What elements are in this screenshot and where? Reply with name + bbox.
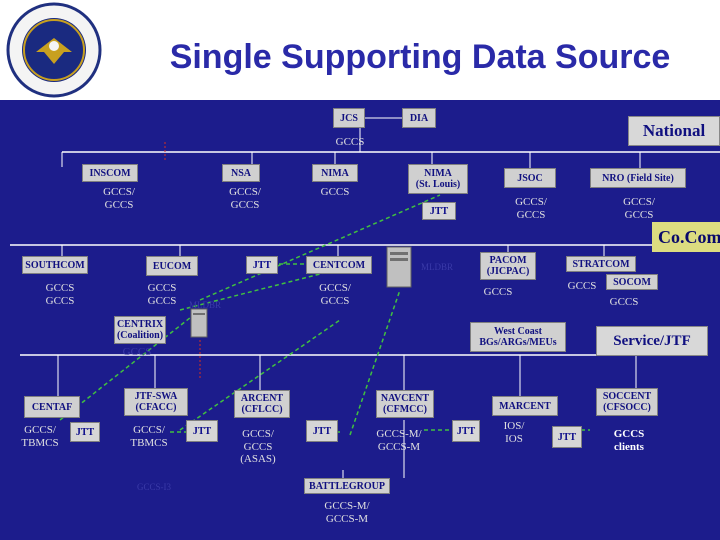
gccs-jtfswa-label: GCCS/ TBMCS	[130, 424, 168, 449]
pacom-box: PACOM (JICPAC)	[480, 252, 536, 280]
centcom-box: CENTCOM	[306, 256, 372, 274]
southcom-box: SOUTHCOM	[22, 256, 88, 274]
dod-seal-logo	[6, 2, 102, 98]
gccs-national-label: GCCS	[335, 136, 365, 148]
jtt-top-box: JTT	[422, 202, 456, 220]
gccs-nro-label: GCCS/ GCCS	[623, 196, 655, 221]
navcent-box: NAVCENT (CFMCC)	[376, 390, 434, 418]
server-icon	[386, 246, 412, 288]
jtt-marcent-box: JTT	[552, 426, 582, 448]
jtt-jtfswa-box: JTT	[186, 420, 218, 442]
centaf-box: CENTAF	[24, 396, 80, 418]
jtt-mid-box: JTT	[246, 256, 278, 274]
marcent-box: MARCENT	[492, 396, 558, 416]
stratcom-box: STRATCOM	[566, 256, 636, 272]
gccs-pacom-label: GCCS	[483, 286, 513, 298]
jcs-box: JCS	[333, 108, 365, 128]
gccs-centaf-label: GCCS/ TBMCS	[21, 424, 59, 449]
centrix-box: CENTRIX (Coalition)	[114, 316, 166, 344]
jtt-centaf-box: JTT	[70, 422, 100, 442]
gccs-jsoc-label: GCCS/ GCCS	[515, 196, 547, 221]
national-tier-label: National	[628, 116, 720, 146]
cocom-tier-label: Co.Com	[652, 222, 720, 252]
arcent-box: ARCENT (CFLCC)	[234, 390, 290, 418]
jtfswa-box: JTF-SWA (CFACC)	[124, 388, 188, 416]
socom-box: SOCOM	[606, 274, 658, 290]
battlegroup-box: BATTLEGROUP	[304, 478, 390, 494]
gccs-i3-label: GCCS-I3	[136, 482, 171, 492]
gccs-battlegroup-label: GCCS-M/ GCCS-M	[324, 500, 370, 525]
eucom-box: EUCOM	[146, 256, 198, 276]
gccs-nima-label: GCCS	[320, 186, 350, 198]
dia-box: DIA	[402, 108, 436, 128]
nima-stlouis-box: NIMA (St. Louis)	[408, 164, 468, 194]
gccs-centcom-label: GCCS/ GCCS	[319, 282, 351, 307]
jtt-navcent-box: JTT	[452, 420, 480, 442]
gccs-soccent-label: GCCS clients	[613, 428, 645, 453]
gccs-inscom-label: GCCS/ GCCS	[103, 186, 135, 211]
gccs-arcent-label: GCCS/ GCCS (ASAS)	[240, 428, 276, 466]
header: Single Supporting Data Source	[0, 0, 720, 100]
ios-marcent-label: IOS/ IOS	[503, 420, 525, 445]
service-jtf-tier-label: Service/JTF	[596, 326, 708, 356]
gccs-navcent-label: GCCS-M/ GCCS-M	[376, 428, 422, 453]
soccent-box: SOCCENT (CFSOCC)	[596, 388, 658, 416]
page-title: Single Supporting Data Source	[169, 38, 671, 76]
nsa-box: NSA	[222, 164, 260, 182]
gccs-nsa-label: GCCS/ GCCS	[229, 186, 261, 211]
nima-box: NIMA	[312, 164, 358, 182]
jsoc-box: JSOC	[504, 168, 556, 188]
gccs-eucom-label: GCCS GCCS	[147, 282, 177, 307]
jtt-arcent-box: JTT	[306, 420, 338, 442]
gccs-centrix-label: GCCS	[122, 346, 152, 358]
gccs-southcom-label: GCCS GCCS	[45, 282, 75, 307]
nro-box: NRO (Field Site)	[590, 168, 686, 188]
inscom-box: INSCOM	[82, 164, 138, 182]
westcoast-box: West Coast BGs/ARGs/MEUs	[470, 322, 566, 352]
mldbr-centcom-label: MLDBR	[420, 262, 453, 272]
mldbr-eucom-label: MLDBR	[188, 300, 221, 310]
server-icon	[190, 308, 208, 338]
gccs-socom-label: GCCS	[609, 296, 639, 308]
gccs-stratcom-label: GCCS	[567, 280, 597, 292]
